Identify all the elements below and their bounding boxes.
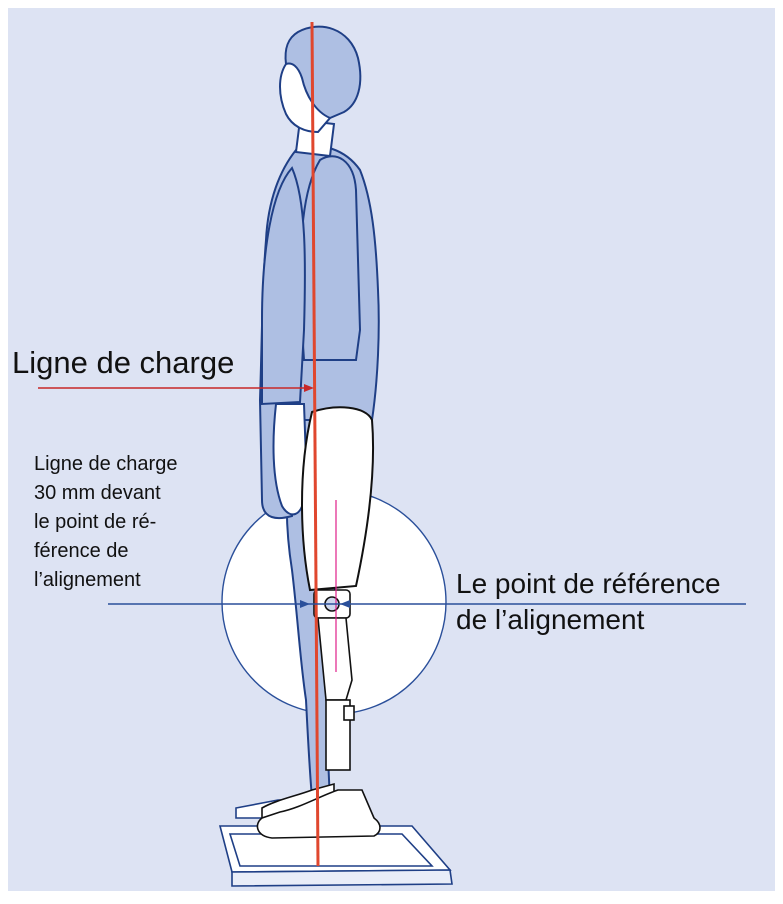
note-line-5: l’alignement bbox=[34, 566, 177, 595]
note-line-2: 30 mm devant bbox=[34, 479, 177, 508]
back-arm bbox=[300, 156, 360, 360]
reference-line-1: Le point de référence bbox=[456, 566, 721, 602]
load-line-note: Ligne de charge 30 mm devant le point de… bbox=[34, 450, 177, 595]
reference-point-label: Le point de référence de l’alignement bbox=[456, 566, 721, 638]
note-line-3: le point de ré- bbox=[34, 508, 177, 537]
reference-line-2: de l’alignement bbox=[456, 602, 721, 638]
note-line-1: Ligne de charge bbox=[34, 450, 177, 479]
note-line-4: férence de bbox=[34, 537, 177, 566]
load-line-label: Ligne de charge bbox=[12, 345, 234, 381]
